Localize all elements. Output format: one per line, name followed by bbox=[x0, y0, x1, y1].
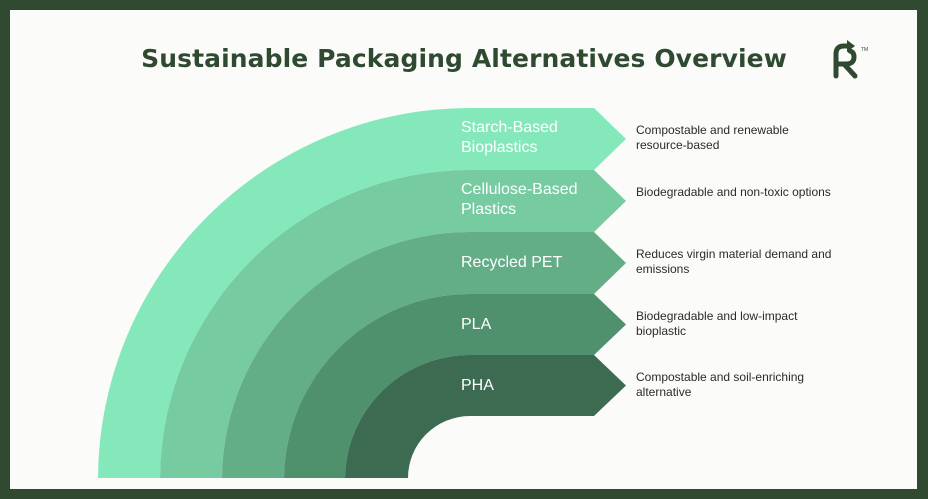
band-description-3: Reduces virgin material demand and emiss… bbox=[636, 247, 832, 276]
band-description-1: Compostable and renewable resource-based bbox=[636, 123, 789, 152]
arc-band-4 bbox=[284, 294, 626, 478]
recycle-r-logo-icon: TM bbox=[833, 40, 868, 79]
band-label-line: Cellulose-Based bbox=[461, 181, 578, 198]
band-label-line: Recycled PET bbox=[461, 254, 563, 271]
page-title: Sustainable Packaging Alternatives Overv… bbox=[141, 44, 787, 73]
band-description-5: Compostable and soil-enriching alternati… bbox=[636, 369, 805, 399]
band-label-line: Bioplastics bbox=[461, 139, 538, 156]
band-description-2: Biodegradable and non-toxic options bbox=[636, 185, 831, 199]
arc-band-1 bbox=[98, 108, 626, 478]
band-label-5: PHA bbox=[461, 376, 494, 396]
band-label-4: PLA bbox=[461, 315, 491, 335]
band-label-3: Recycled PET bbox=[461, 253, 562, 273]
arc-band-2 bbox=[160, 170, 626, 478]
band-label-line: PHA bbox=[461, 376, 494, 394]
band-label-line: PLA bbox=[461, 315, 492, 333]
band-label-line: Starch-Based bbox=[461, 119, 558, 136]
band-description-4: Biodegradable and low-impact bioplastic bbox=[636, 308, 798, 338]
arc-band-5 bbox=[345, 355, 626, 478]
arc-band-3 bbox=[222, 232, 626, 478]
trademark-mark: TM bbox=[861, 47, 868, 53]
band-label-line: Plastics bbox=[461, 201, 517, 218]
